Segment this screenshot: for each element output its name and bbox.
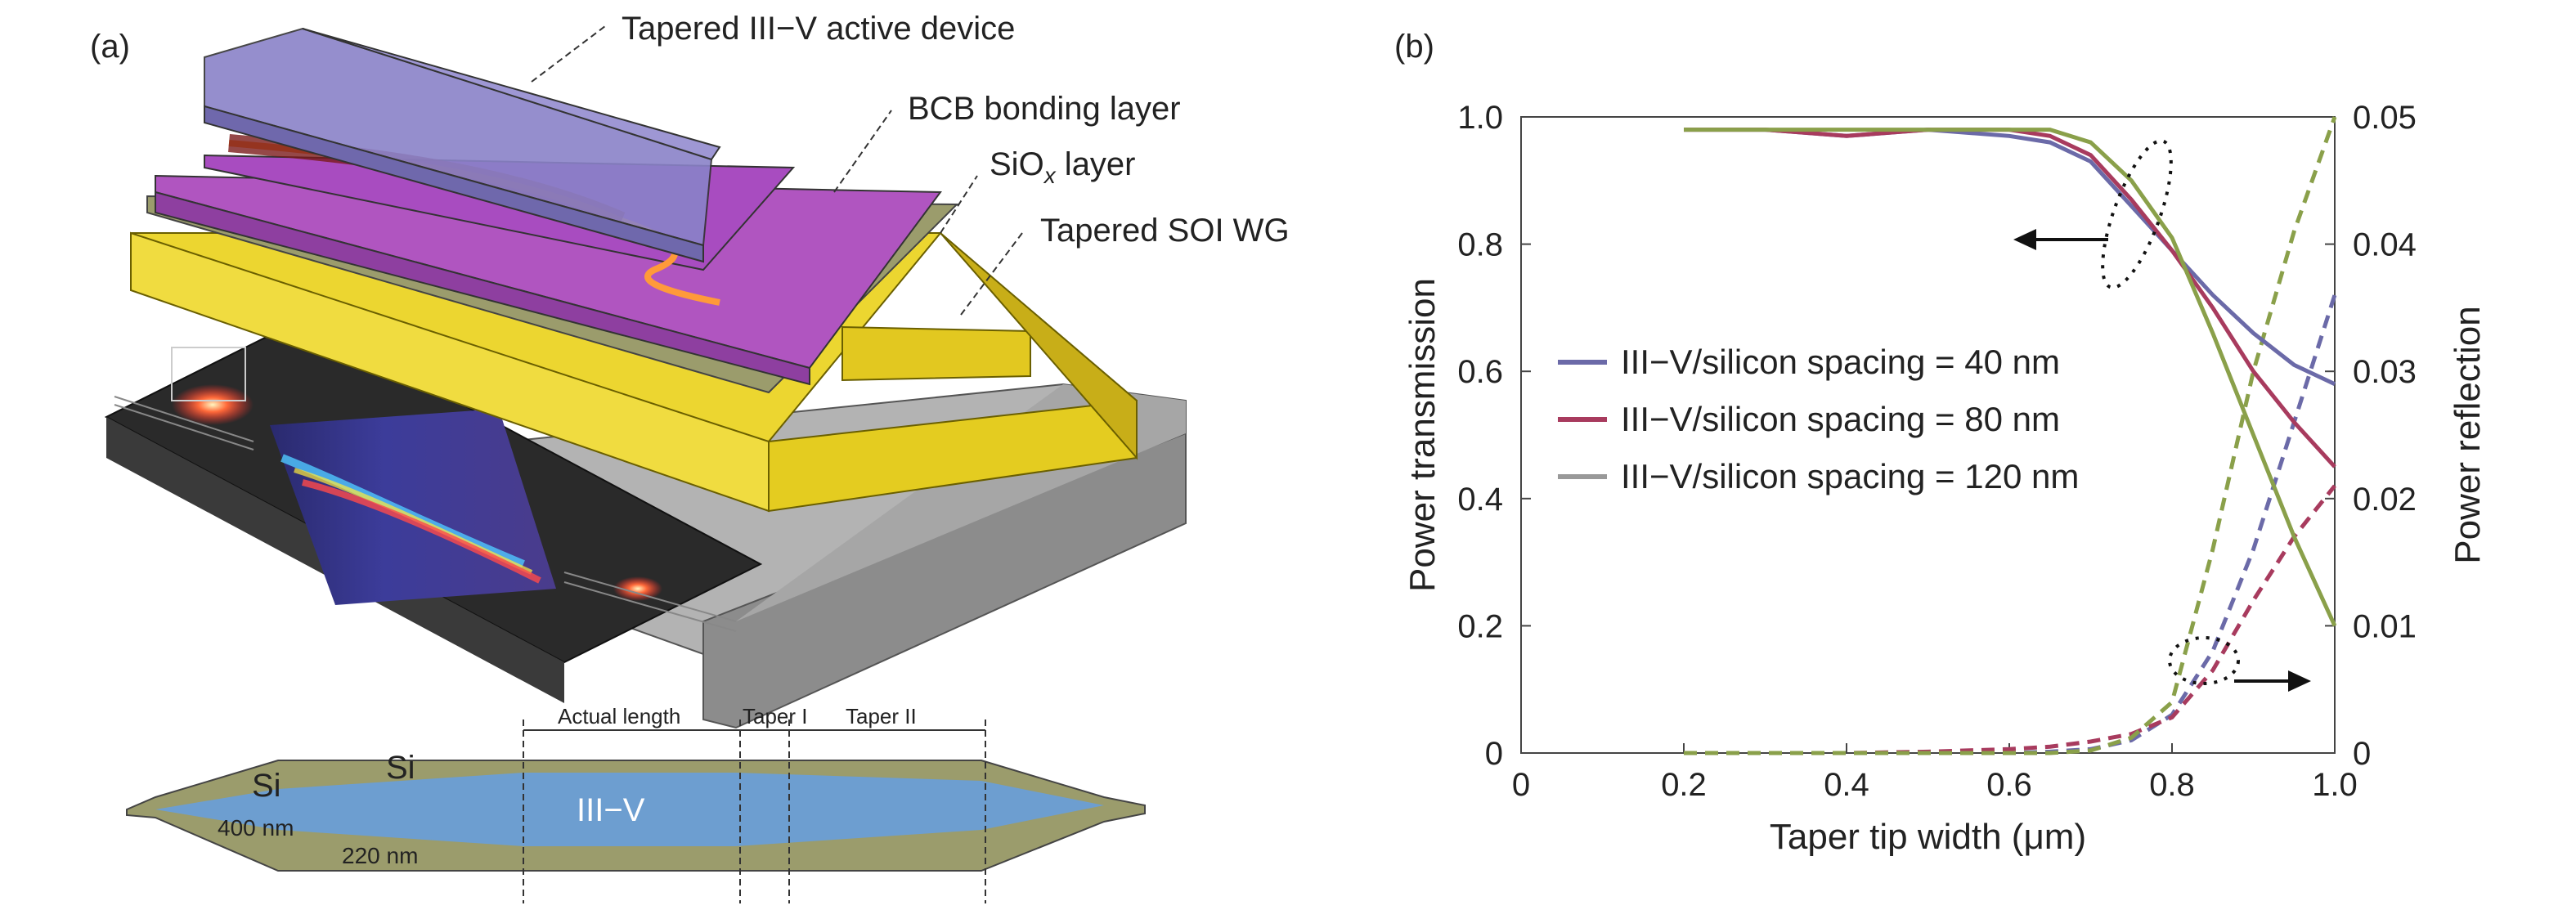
transmission-arrowhead [2013,229,2036,250]
transmission-group-ellipse [2101,139,2173,289]
panel-a: (a) [90,11,1290,903]
legend-label: III−V/silicon spacing = 120 nm [1621,457,2079,495]
callout-siox: SiOx layer [990,146,1136,188]
legend-label: III−V/silicon spacing = 80 nm [1621,400,2060,438]
callout-soi: Tapered SOI WG [1040,213,1290,249]
callout-bcb: BCB bonding layer [908,91,1181,127]
y-left-axis-label: Power transmission [1402,278,1443,592]
y-right-tick-label: 0 [2353,736,2371,772]
x-tick-label: 0.8 [2149,767,2195,803]
cross-section: Actual length Taper I Taper II Si 400 nm… [126,704,1146,903]
callouts: Tapered III−V active device BCB bonding … [531,11,1290,316]
simulation-field-panel [104,317,763,703]
x-tick-label: 0.2 [1661,767,1707,803]
si-inner-thickness: 220 nm [342,843,418,868]
series-transmission-line [1684,128,2336,468]
x-tick-label: 1.0 [2312,767,2358,803]
y-left-tick-label: 0.2 [1457,608,1503,644]
callout-active-device: Tapered III−V active device [622,11,1015,47]
y-right-tick-label: 0.03 [2353,354,2417,390]
y-left-tick-label: 0.4 [1457,482,1503,518]
section-taper-1: Taper I [743,704,808,728]
y-left-tick-label: 0.6 [1457,354,1503,390]
y-right-tick-label: 0.05 [2353,100,2417,136]
si-left-label: Si [252,768,281,804]
reflection-arrowhead [2288,670,2311,692]
x-tick-label: 0.6 [1986,767,2032,803]
y-right-tick-label: 0.04 [2353,227,2417,263]
core-label: III−V [577,792,645,828]
section-taper-2: Taper II [846,704,917,728]
y-right-axis-label: Power reflection [2448,306,2488,563]
y-left-tick-label: 0.8 [1457,227,1503,263]
y-left-tick-label: 1.0 [1457,100,1503,136]
x-axis-label: Taper tip width (μm) [1770,817,2086,857]
x-tick-label: 0 [1512,767,1530,803]
si-left-thickness: 400 nm [218,815,294,841]
y-right-tick-label: 0.01 [2353,608,2417,644]
series-reflection-line [1684,484,2336,755]
y-left-tick-label: 0 [1485,736,1503,772]
series-transmission-line [1684,128,2337,627]
reflection-group-ellipse [2168,636,2240,685]
y-right-tick-label: 0.02 [2353,482,2417,518]
x-tick-label: 0.4 [1824,767,1869,803]
section-actual-length: Actual length [558,704,680,728]
si-inner-label: Si [386,750,415,786]
iii-v-device [204,27,721,263]
series-reflection-line [1684,116,2337,755]
panel-b-label: (b) [1394,29,1434,65]
panel-a-label: (a) [90,29,130,65]
legend-label: III−V/silicon spacing = 40 nm [1621,343,2060,381]
